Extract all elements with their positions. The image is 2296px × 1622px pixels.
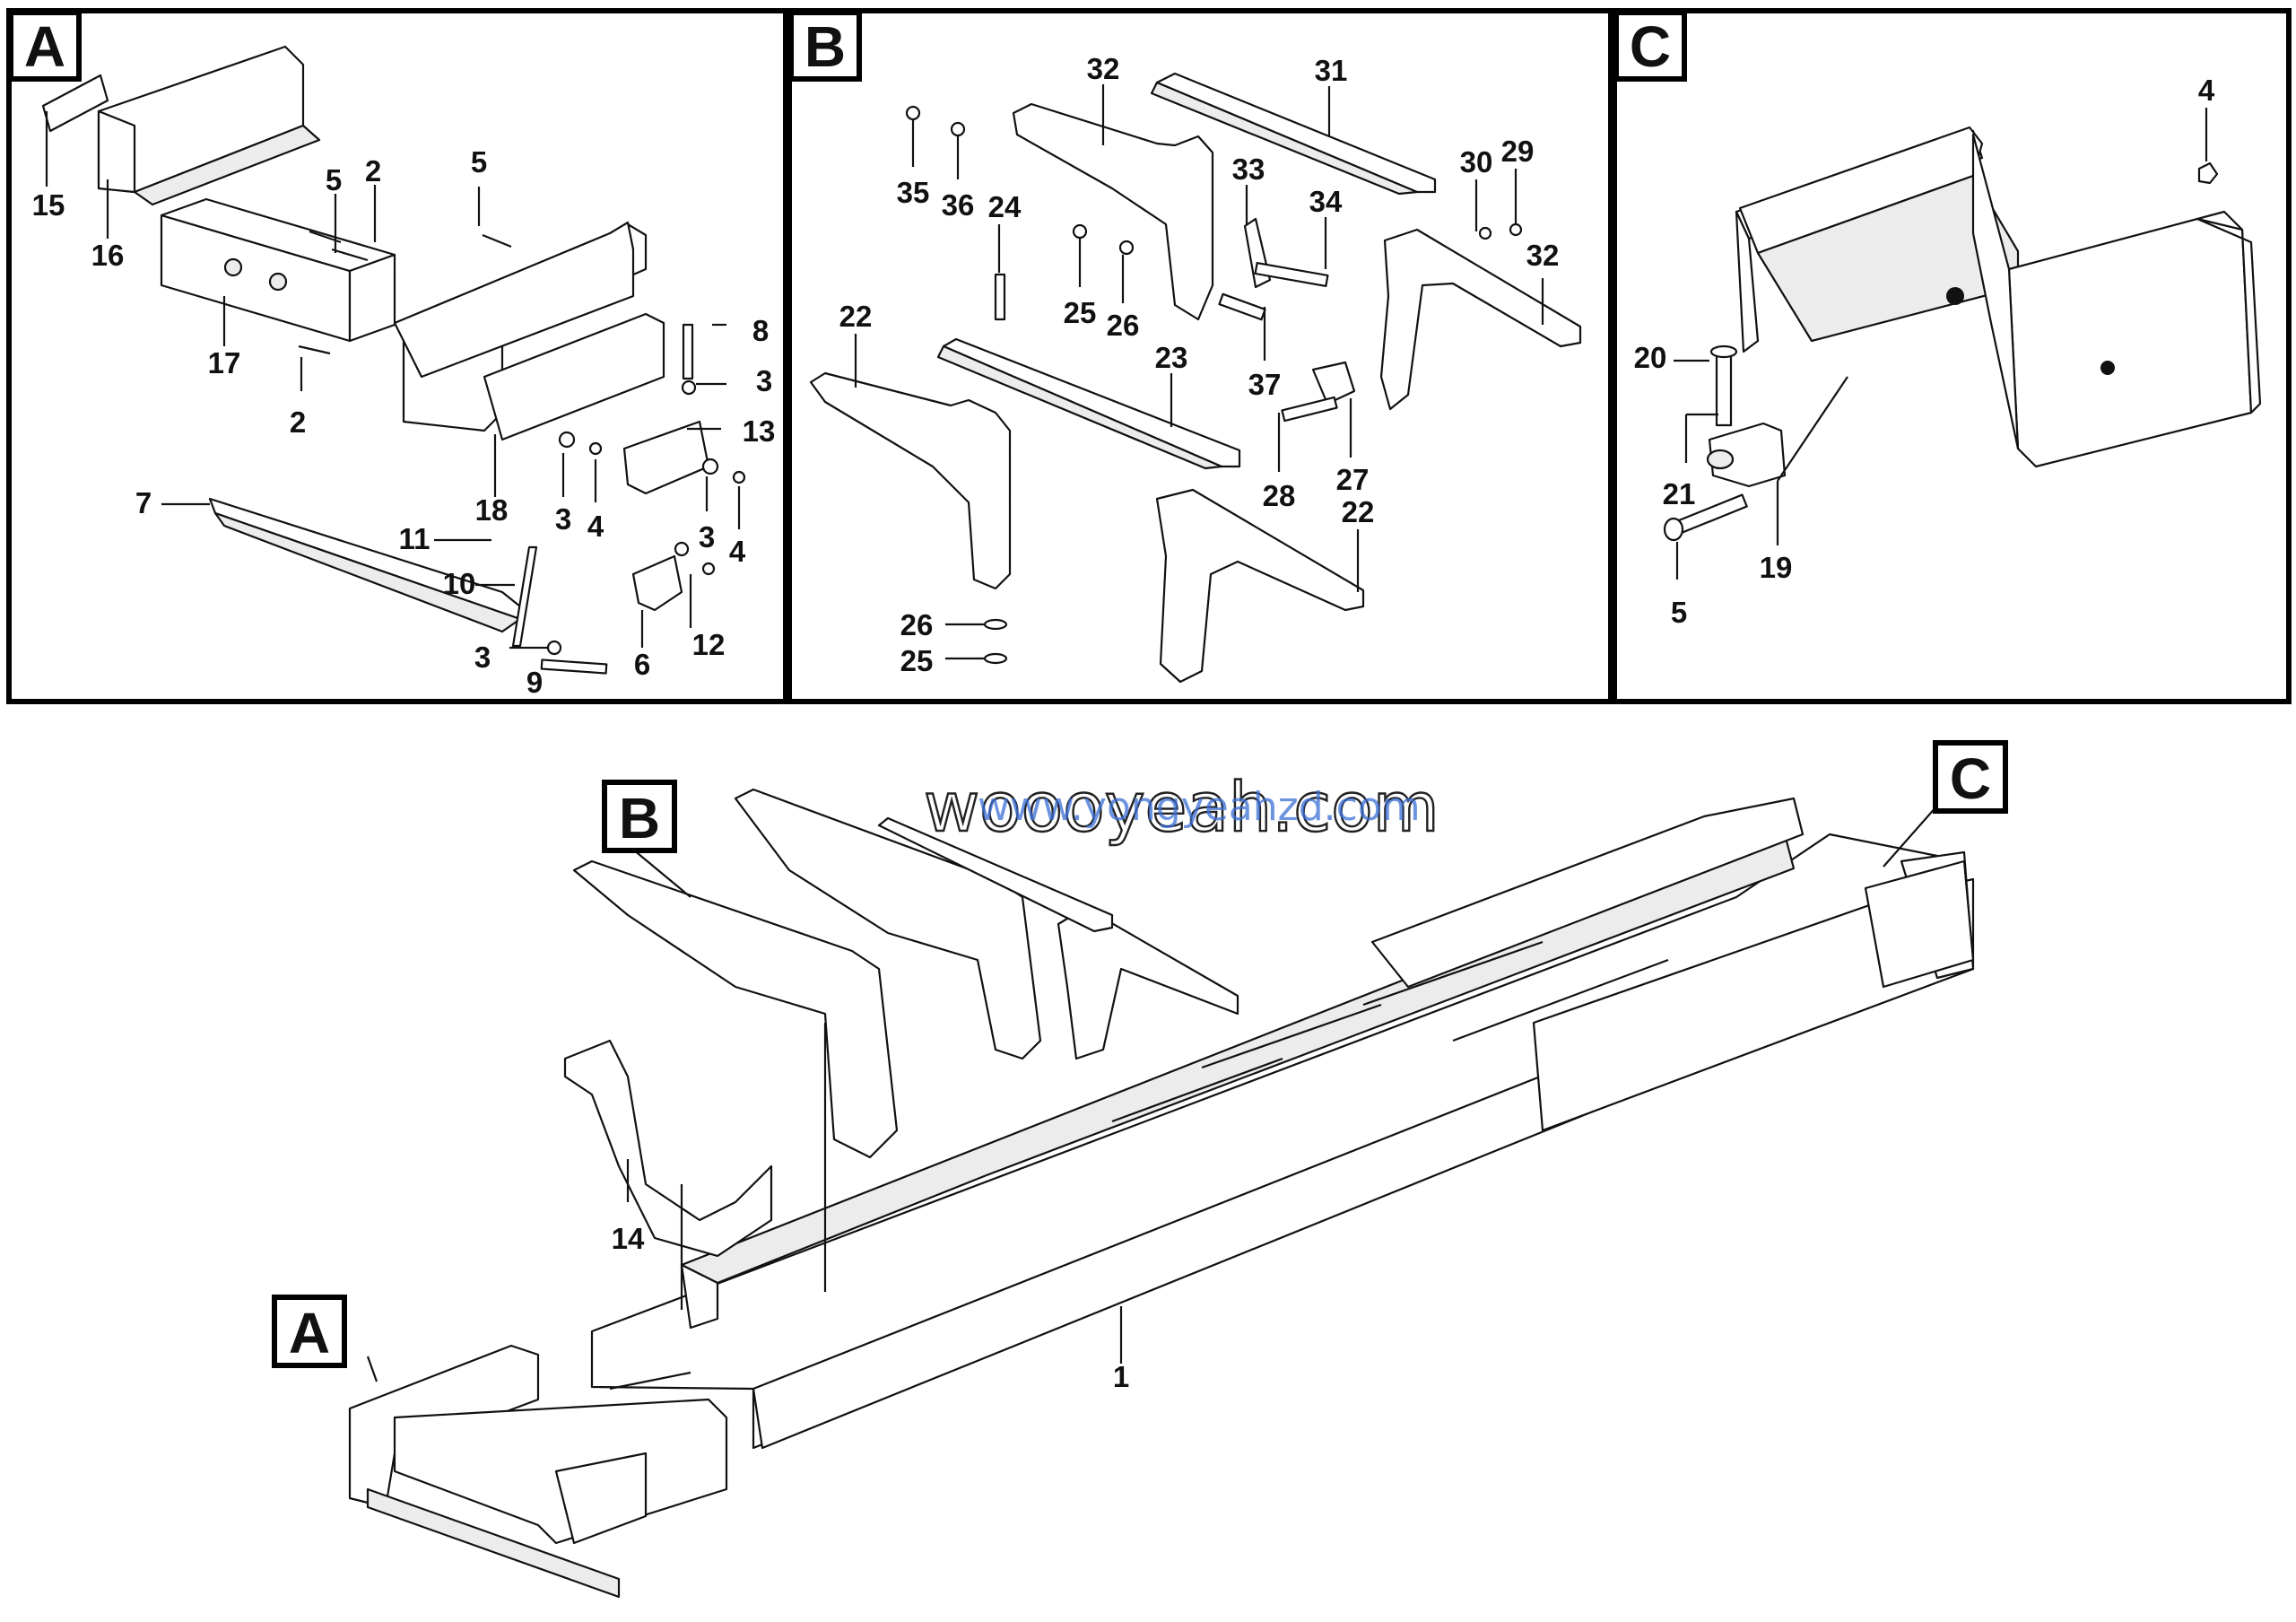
- callout-b-26-bottom: 26: [900, 608, 934, 641]
- callout-b-23: 23: [1155, 341, 1188, 374]
- overview-drawing: [348, 788, 1975, 1599]
- callout-a-5-left: 5: [326, 163, 342, 196]
- callout-b-34: 34: [1309, 185, 1343, 218]
- callout-b-32-top: 32: [1087, 52, 1120, 85]
- section-c-callouts: 4 20 21 19 5: [1634, 74, 2215, 629]
- callout-b-32-right: 32: [1526, 239, 1560, 272]
- callout-b-37: 37: [1248, 368, 1282, 401]
- section-a-callouts: 15 16 17 5 2 5 2 8 3 13 18 3 4 3 4 7 11 …: [32, 145, 776, 699]
- callout-a-12: 12: [692, 628, 726, 661]
- callout-b-36: 36: [942, 188, 975, 222]
- callout-a-3-right: 3: [699, 520, 715, 554]
- callout-b-26-mid: 26: [1107, 309, 1140, 342]
- callout-b-31: 31: [1315, 54, 1348, 87]
- callout-b-24: 24: [988, 190, 1022, 223]
- callout-a-4-right: 4: [729, 535, 746, 568]
- section-a-label: A: [8, 10, 82, 82]
- callout-a-17: 17: [208, 346, 241, 379]
- callout-c-19: 19: [1760, 551, 1793, 584]
- callout-b-25-bottom: 25: [900, 644, 934, 677]
- callout-b-33: 33: [1232, 153, 1265, 186]
- callout-a-8: 8: [752, 314, 769, 347]
- section-b-frame: [787, 8, 1613, 704]
- callout-b-30: 30: [1460, 145, 1493, 179]
- overview-label-a: A: [272, 1295, 347, 1368]
- callout-b-22-left: 22: [839, 300, 873, 333]
- callout-a-3-upper: 3: [756, 364, 772, 397]
- svg-text:C: C: [1950, 746, 1991, 811]
- callout-b-27: 27: [1336, 463, 1370, 496]
- callout-a-4-mid: 4: [587, 510, 604, 543]
- callout-b-25-mid: 25: [1064, 296, 1097, 329]
- callout-overview-1: 1: [1113, 1360, 1129, 1393]
- callout-a-15: 15: [32, 188, 65, 222]
- section-b-drawing: [809, 72, 1582, 684]
- callout-b-22-right: 22: [1342, 495, 1375, 528]
- overview-label-b: B: [602, 780, 677, 853]
- callout-a-3-bottom: 3: [474, 641, 491, 674]
- callout-a-18: 18: [475, 493, 509, 527]
- section-a-frame: [6, 8, 788, 704]
- callout-c-4: 4: [2198, 74, 2215, 107]
- callout-a-7: 7: [135, 486, 152, 519]
- callout-b-35: 35: [897, 176, 930, 209]
- callout-a-6: 6: [634, 648, 650, 681]
- svg-text:A: A: [24, 14, 65, 79]
- callout-a-13: 13: [743, 414, 776, 448]
- callout-c-20: 20: [1634, 341, 1667, 374]
- svg-text:A: A: [289, 1301, 330, 1365]
- svg-text:www.yongyeahzd.com: www.yongyeahzd.com: [978, 784, 1421, 830]
- callout-a-10: 10: [443, 567, 476, 600]
- section-a-drawing: [41, 45, 746, 675]
- svg-text:woooyeah.com: woooyeah.com: [924, 767, 1439, 847]
- callout-a-5-right: 5: [471, 145, 487, 179]
- overview-label-c: C: [1933, 740, 2008, 814]
- callout-a-2-bottom: 2: [290, 406, 306, 439]
- callout-b-28: 28: [1263, 479, 1296, 512]
- section-c-drawing: [1663, 108, 2262, 580]
- callout-overview-14: 14: [612, 1222, 645, 1255]
- callout-b-29: 29: [1501, 135, 1535, 168]
- svg-text:B: B: [804, 14, 846, 79]
- section-c-label: C: [1613, 10, 1687, 82]
- callout-a-11: 11: [399, 522, 430, 555]
- callout-a-2-top: 2: [365, 154, 381, 187]
- svg-text:B: B: [619, 786, 660, 850]
- callout-c-21: 21: [1663, 477, 1696, 510]
- callout-a-9: 9: [526, 666, 543, 699]
- section-c-frame: [1612, 8, 2292, 704]
- section-b-callouts: 32 31 35 36 24 33 34 30 29 32 22 25 26 3…: [839, 52, 1560, 677]
- section-b-label: B: [788, 10, 862, 82]
- callout-a-3-mid: 3: [555, 502, 571, 536]
- svg-text:C: C: [1630, 14, 1671, 79]
- callout-a-16: 16: [91, 239, 125, 272]
- watermark: woooyeah.com www.yongyeahzd.com: [923, 766, 1440, 848]
- callout-c-5: 5: [1671, 596, 1687, 629]
